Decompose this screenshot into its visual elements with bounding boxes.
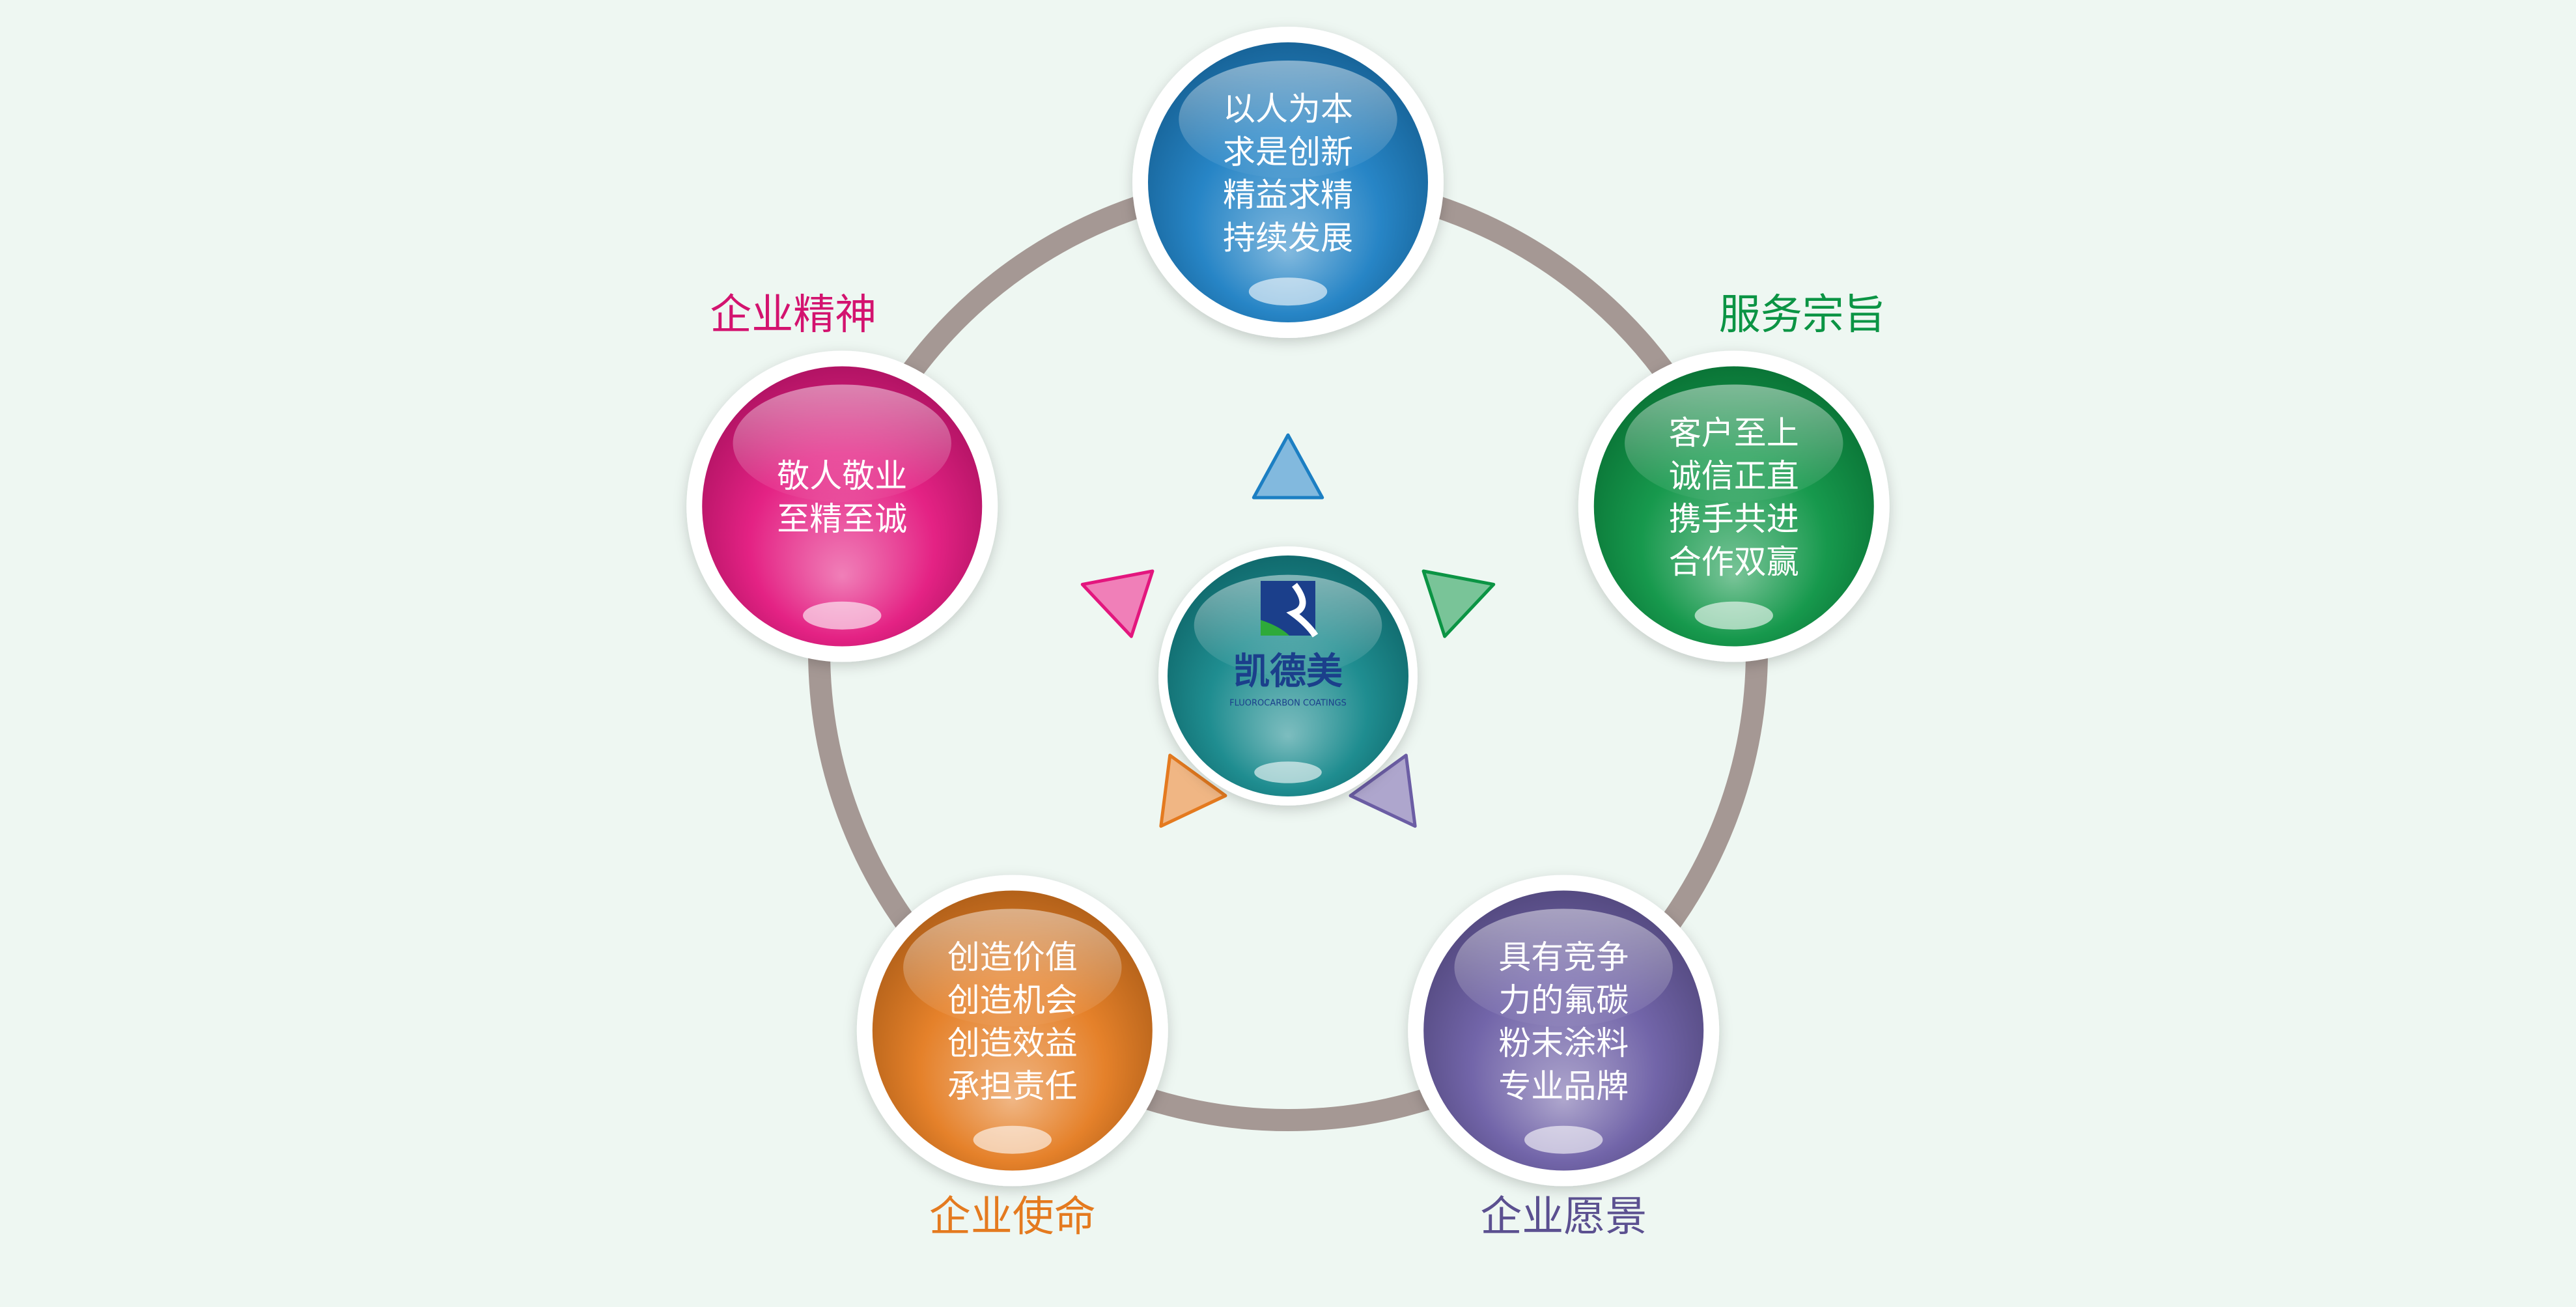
company-logo-icon [1261, 581, 1319, 638]
node-mission-title: 企业使命 [929, 1193, 1096, 1241]
node-mission-line: 创造机会 [947, 981, 1078, 1019]
node-philosophy-line: 精益求精 [1223, 176, 1353, 214]
node-vision-line: 专业品牌 [1498, 1067, 1629, 1105]
node-spirit-gloss [733, 384, 951, 503]
node-vision-line: 具有竞争 [1498, 938, 1629, 976]
node-spirit-line: 敬人敬业 [777, 457, 907, 495]
node-spirit-reflection [803, 601, 882, 630]
direction-arrows [1080, 433, 1496, 828]
node-service-title: 服务宗旨 [1719, 291, 1886, 339]
node-mission-gloss [903, 908, 1122, 1027]
node-vision-line: 粉末涂料 [1498, 1024, 1629, 1062]
center-logo-node: 凯德美 FLUOROCARBON COATINGS [1158, 546, 1418, 806]
node-service-line: 客户至上 [1669, 414, 1799, 452]
node-philosophy-line: 求是创新 [1223, 134, 1353, 171]
node-philosophy-reflection [1248, 277, 1328, 306]
node-mission-line: 创造效益 [947, 1024, 1078, 1062]
center-brand-name: 凯德美 [1233, 651, 1343, 693]
node-vision-title: 企业愿景 [1480, 1193, 1647, 1241]
arrow-to-philosophy [1252, 433, 1324, 499]
node-service-line: 携手共进 [1669, 500, 1799, 538]
culture-nodes: 以人为本求是创新精益求精持续发展经营理念客户至上诚信正直携手共进合作双赢服务宗旨… [686, 27, 1890, 1241]
node-mission-line: 创造价值 [947, 938, 1078, 976]
arrow-to-service [1421, 569, 1496, 638]
node-vision-line: 力的氟碳 [1498, 981, 1629, 1019]
node-service-line: 合作双赢 [1669, 543, 1799, 581]
node-vision-gloss [1454, 908, 1673, 1027]
node-spirit-line: 至精至诚 [777, 500, 907, 538]
node-philosophy-gloss [1179, 60, 1397, 178]
center-tagline: FLUOROCARBON COATINGS [1229, 699, 1347, 709]
node-philosophy-line: 以人为本 [1223, 91, 1353, 128]
node-service-gloss [1625, 384, 1843, 503]
arrow-to-vision [1349, 753, 1417, 828]
node-service-reflection [1694, 601, 1773, 630]
node-spirit-title: 企业精神 [710, 291, 876, 339]
node-mission-line: 承担责任 [947, 1067, 1078, 1105]
center-reflection [1254, 761, 1322, 783]
arrow-to-spirit [1080, 569, 1155, 638]
node-vision-reflection [1524, 1125, 1603, 1154]
node-service-line: 诚信正直 [1669, 457, 1799, 495]
node-philosophy-line: 持续发展 [1223, 219, 1353, 257]
arrow-to-mission [1159, 753, 1227, 828]
node-mission-reflection [973, 1125, 1052, 1154]
